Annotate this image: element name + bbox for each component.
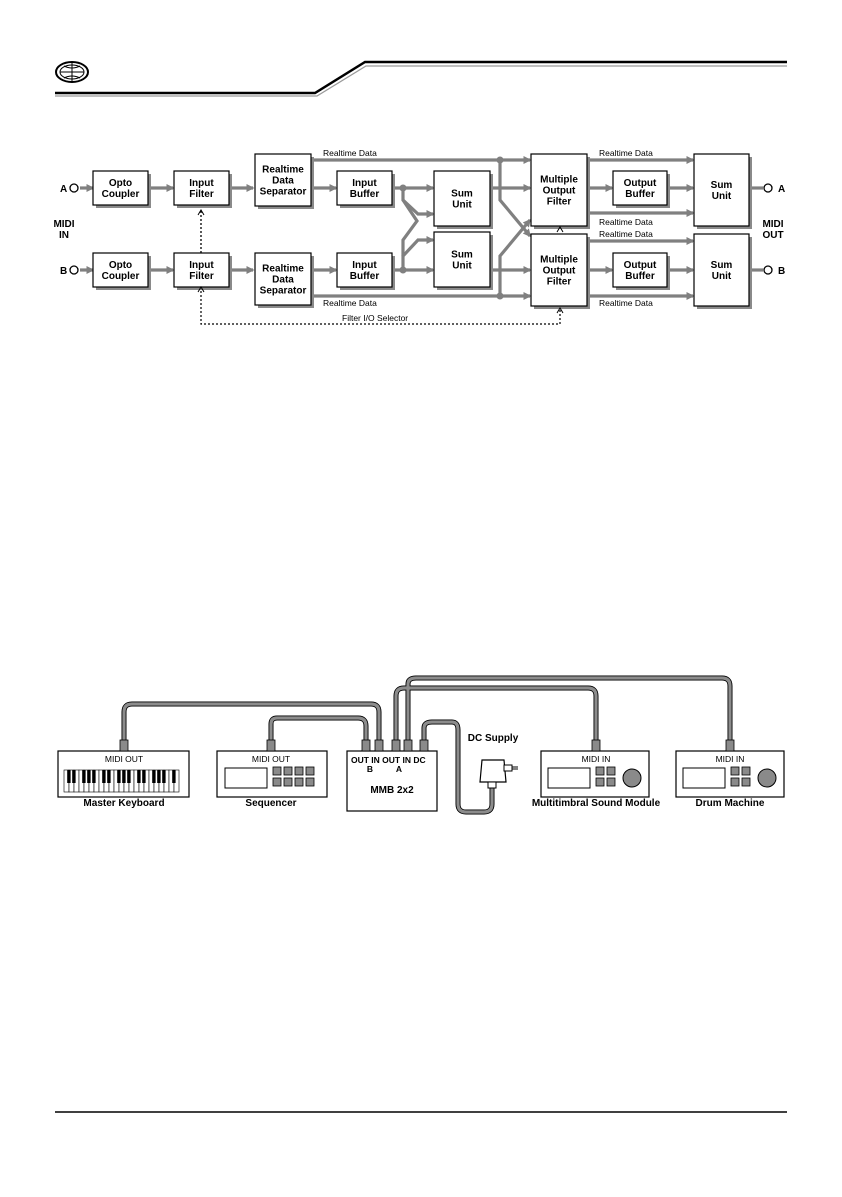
dc-supply-label: DC Supply: [468, 733, 519, 744]
midi-cable-core: [122, 702, 381, 740]
sequencer-display: [224, 767, 268, 789]
keyboard-keys: [63, 769, 180, 793]
master-keyboard: MIDI OUT Master Keyboard: [57, 739, 190, 809]
mmb-2x2: OUT IN OUT IN DC B A MMB 2x2: [346, 739, 438, 812]
out-port-b-label: B: [778, 266, 785, 277]
sound-module-port-label: MIDI IN: [582, 754, 611, 764]
header-line: [55, 60, 787, 95]
drum-machine-buttons: [730, 766, 751, 787]
dc-supply: DC Supply: [468, 733, 519, 789]
sequencer-label: Sequencer: [245, 798, 296, 809]
in-port-b-label: B: [60, 266, 67, 277]
realtime-data-label: Realtime Data: [599, 298, 653, 308]
keyboard-port-label: MIDI OUT: [105, 754, 143, 764]
midi-cable: [268, 715, 369, 740]
sequencer-buttons: [272, 766, 315, 787]
multitimbral-sound-module: MIDI IN Multitimbral Sound Module: [532, 739, 661, 809]
realtime-data-label: Realtime Data: [323, 298, 377, 308]
midi-out-b-port: [763, 265, 773, 275]
midi-in-b-port: [69, 265, 79, 275]
company-logo: [55, 61, 89, 83]
midi-cable-core: [422, 720, 494, 814]
midi-in-a-port: [69, 183, 79, 193]
knob-icon: [757, 768, 777, 788]
drum-machine: MIDI IN Drum Machine: [675, 739, 785, 809]
setup-diagram: MIDI OUT Master Keyboard MIDI OUT Sequen…: [57, 675, 785, 815]
midi-cable: [121, 701, 382, 740]
sequencer-port-label: MIDI OUT: [252, 754, 290, 764]
mmb-port-labels: OUT IN OUT IN DC: [351, 755, 426, 765]
sequencer: MIDI OUT Sequencer: [216, 739, 328, 809]
knob-icon: [622, 768, 642, 788]
header: [55, 60, 787, 97]
mmb-b-label: B: [367, 764, 373, 774]
master-keyboard-label: Master Keyboard: [83, 798, 164, 809]
out-port-a-label: A: [778, 184, 785, 195]
midi-cable-core: [406, 676, 732, 740]
drum-machine-display: [682, 767, 726, 789]
drum-machine-port-label: MIDI IN: [716, 754, 745, 764]
sound-module-buttons: [595, 766, 616, 787]
filter-io-selector-label: Filter I/O Selector: [342, 313, 408, 323]
realtime-data-label: Realtime Data: [323, 148, 377, 158]
drum-machine-label: Drum Machine: [696, 798, 765, 809]
midi-out-a-port: [763, 183, 773, 193]
midi-cable-core: [394, 686, 598, 740]
in-port-a-label: A: [60, 184, 67, 195]
mmb-title: MMB 2x2: [370, 785, 414, 796]
realtime-data-label: Realtime Data: [599, 217, 653, 227]
realtime-data-label: Realtime Data: [599, 229, 653, 239]
sound-module-display: [547, 767, 591, 789]
midi-cable-core: [269, 716, 368, 740]
sound-module-label: Multitimbral Sound Module: [532, 798, 661, 809]
realtime-data-label: Realtime Data: [599, 148, 653, 158]
mmb-a-label: A: [396, 764, 402, 774]
